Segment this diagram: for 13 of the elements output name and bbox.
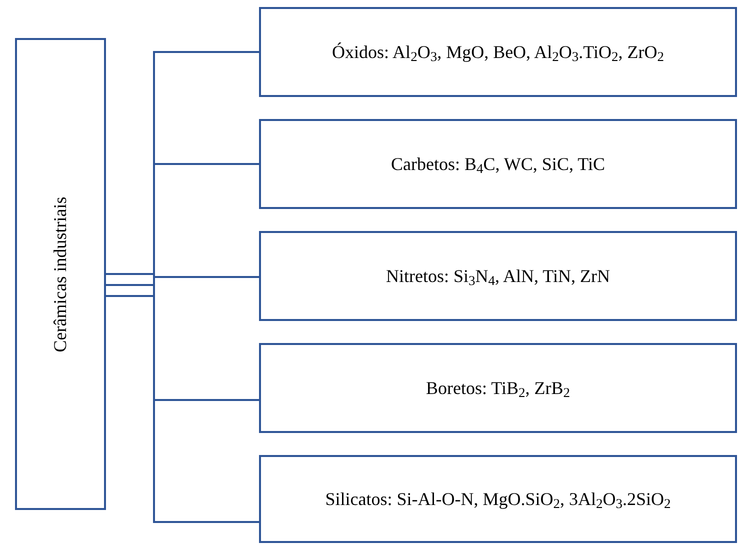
class-box: [259, 343, 737, 433]
class-label: Nitretos: Si$_{3}$N$_{4}$, AlN, TiN, ZrN: [384, 264, 612, 288]
class-box: [259, 7, 737, 97]
class-label: Óxidos: Al$_{2}$O$_{3}$, MgO, BeO, Al$_{2}$O$_{3}$.TiO$_{2}$, ZrO$_{2}$: [331, 40, 665, 64]
class-box: [259, 231, 737, 321]
class-box: [259, 455, 737, 543]
class-label: Carbetos: B$_{4}$C, WC, SiC, TiC: [390, 152, 606, 176]
class-label: Boretos: TiB$_{2}$, ZrB$_{2}$: [424, 376, 572, 400]
category-label: Cerâmicas industriais: [49, 196, 71, 352]
category-box: [15, 38, 106, 510]
connector-line: [106, 284, 259, 523]
class-label: Silicatos: Si-Al-O-N, MgO.SiO$_{2}$, 3Al$_{2}$O$_{3}$.2SiO$_{2}$: [324, 488, 672, 510]
class-box: [259, 119, 737, 209]
